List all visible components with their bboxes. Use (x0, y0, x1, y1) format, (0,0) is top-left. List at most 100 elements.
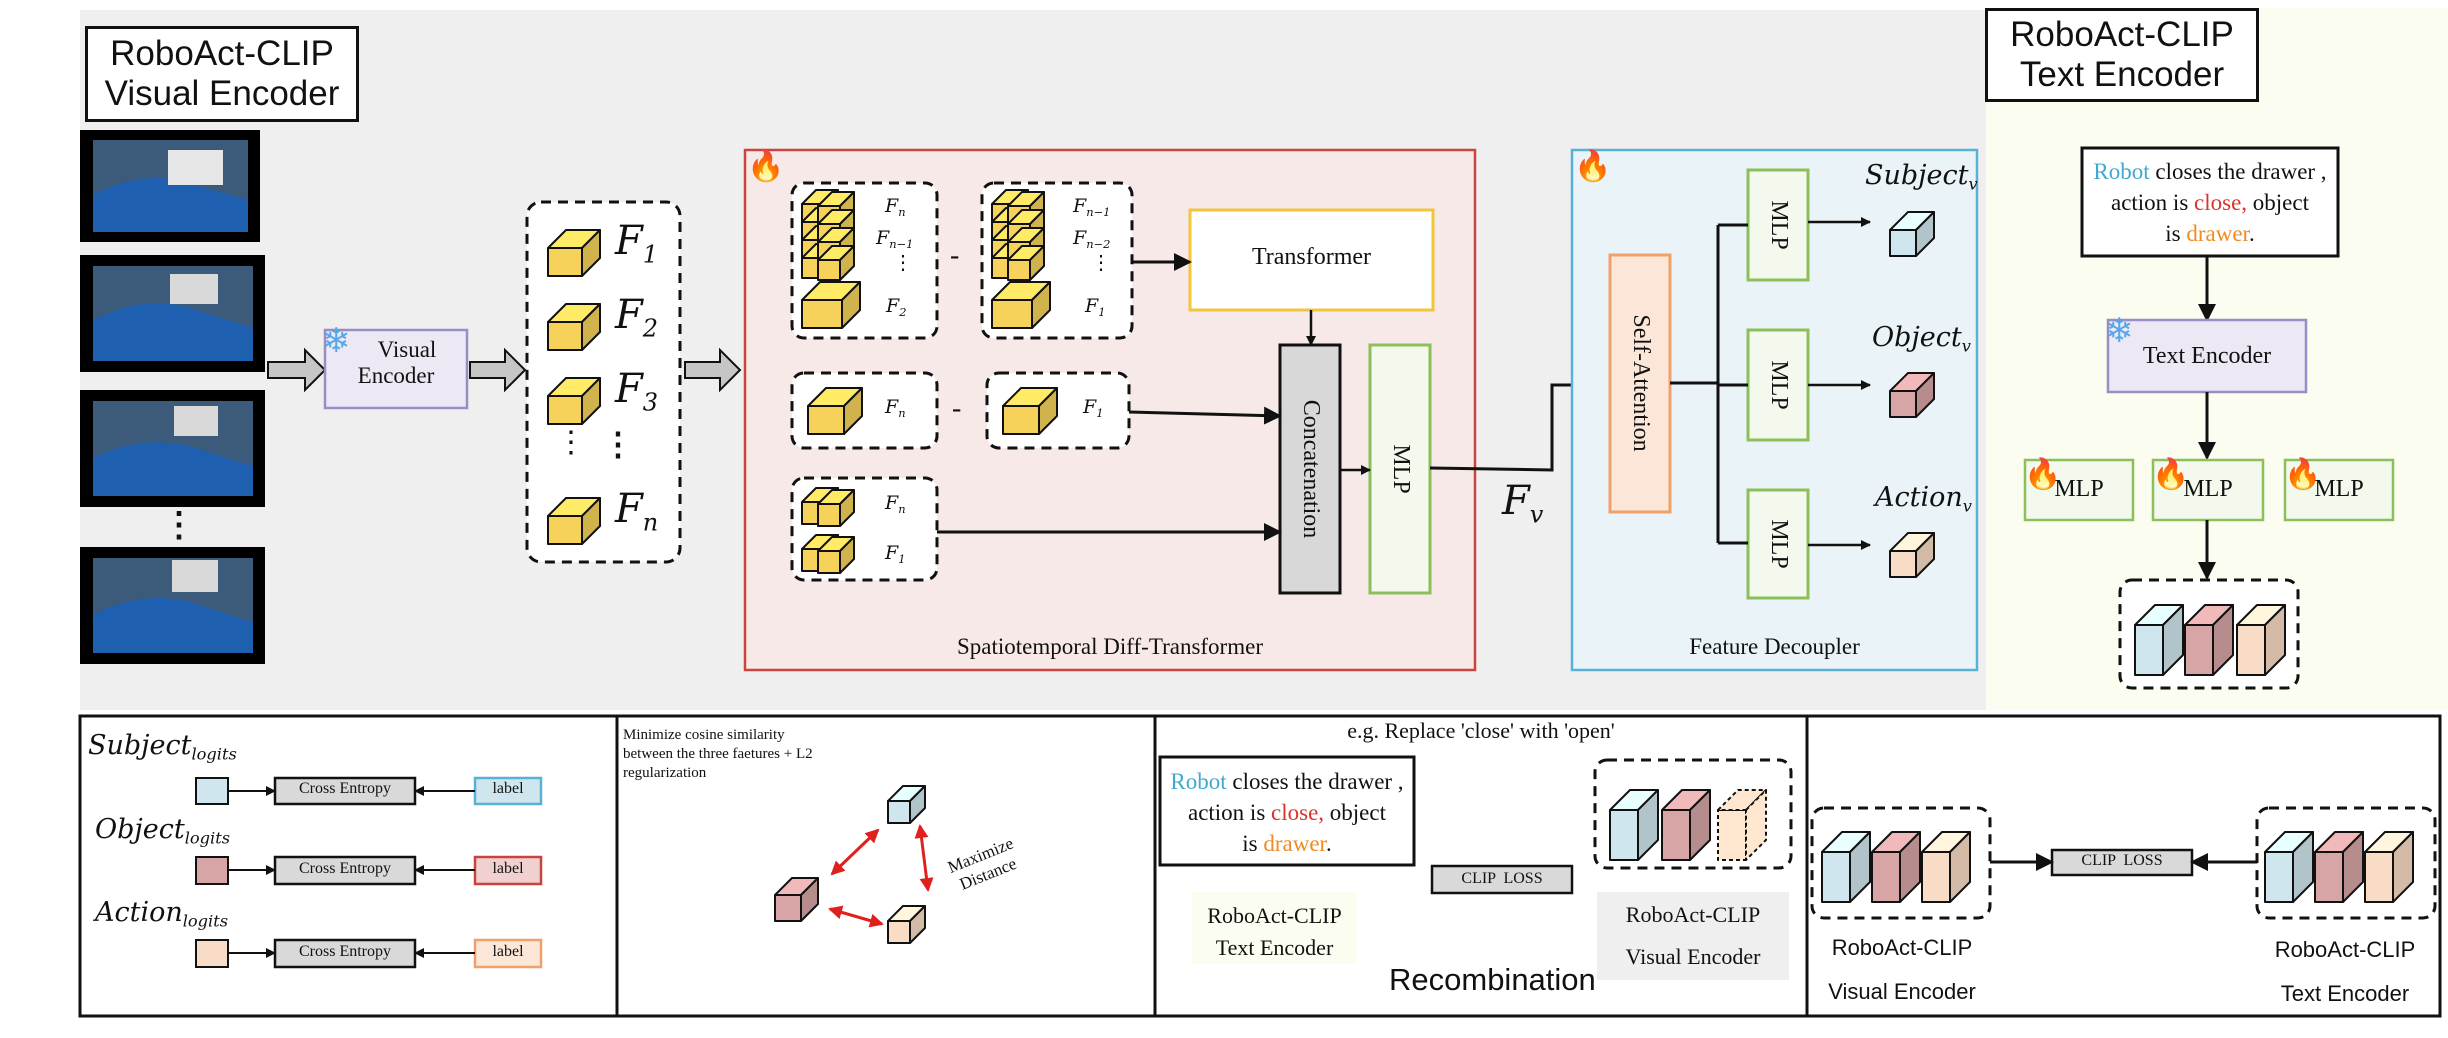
recombination-header: e.g. Replace 'close' with 'open' (1347, 718, 1615, 743)
cross-entropy-label: Cross Entropy (299, 943, 391, 960)
text-encoder-title: RoboAct-CLIP Text Encoder (1985, 8, 2259, 102)
clip-right-label: RoboAct-CLIP Text Encoder (2274, 937, 2416, 1006)
fire-icon: 🔥 (1574, 150, 1612, 183)
group1-right-label: Fn−2 (1073, 227, 1111, 251)
group3-label: Fn (885, 492, 906, 516)
cross-entropy-label: Cross Entropy (299, 860, 391, 877)
object-v-label: Objectv (1872, 322, 1971, 356)
decoupler-mlp-label: MLP (1765, 200, 1792, 250)
film-frame (80, 130, 260, 242)
text-mlp-label: MLP (2314, 476, 2364, 502)
self-attention-label: Self-Attention (1627, 314, 1654, 452)
group1-left-label: Fn−1 (876, 227, 914, 251)
label-text: label (492, 780, 524, 797)
features-dashed-box (525, 200, 682, 564)
feature-cube-icon (1821, 831, 1871, 903)
cosine-cubes (774, 785, 926, 944)
recomb-clip-loss-box (1430, 864, 1574, 895)
subject-logits-label: Subjectlogits (88, 730, 237, 764)
recombination-title: Recombination (1389, 962, 1596, 997)
clip-left-label: RoboAct-CLIP Visual Encoder (1828, 935, 1976, 1004)
fire-icon: 🔥 (2152, 458, 2190, 491)
feature-cube-icon (817, 536, 855, 574)
block-arrow (469, 347, 527, 393)
diff-mlp-label: MLP (1387, 444, 1414, 494)
self-attention-box (1608, 253, 1672, 514)
action-v-label: Actionv (1875, 482, 1972, 516)
text-mlp-3 (2283, 458, 2395, 522)
snowflake-icon: ❄ (322, 323, 351, 360)
visual-encoder-label: Visual Encoder (357, 337, 437, 389)
recomb-text-encoder-bg (1192, 892, 1357, 964)
feature-cube-icon (2314, 831, 2364, 903)
object-logit-square (195, 856, 229, 885)
diff-cubes (801, 189, 1058, 574)
recomb-prompt-box (1158, 755, 1416, 867)
feature-cube-icon (547, 377, 601, 425)
group1-right-label: F1 (1085, 295, 1106, 319)
feature-decoupler-caption: Feature Decoupler (1689, 634, 1860, 659)
subject-logit-square (195, 777, 229, 805)
transformer-label: Transformer (1251, 244, 1372, 270)
cross-entropy-label: Cross Entropy (299, 780, 391, 797)
feature-cube-icon (1661, 789, 1711, 861)
feature-label-n: Fn (615, 486, 659, 537)
clip-loss-label: CLIP LOSS (2081, 852, 2163, 869)
prompt-box (2080, 146, 2340, 258)
red-distance-arrow (830, 828, 880, 876)
diff-mlp-box (1368, 343, 1432, 595)
recomb-clip-loss-label: CLIP LOSS (1461, 870, 1543, 887)
group2-right-label: F1 (1083, 396, 1104, 420)
decoupler-mlp-subject (1746, 168, 1810, 282)
decoupler-branch (1670, 223, 1748, 545)
film-frame (80, 255, 265, 372)
concatenation-label: Concatenation (1297, 399, 1324, 539)
feature-cube-icon (1889, 211, 1935, 257)
decoupler-mlp-label: MLP (1765, 519, 1792, 569)
feature-label-1: F1 (615, 218, 659, 269)
group1-right-label: Fn−1 (1073, 195, 1111, 219)
feature-cube-icon (2364, 831, 2414, 903)
decoupler-output-cubes (1889, 211, 1935, 578)
text-encoder-label: Text Encoder (2142, 343, 2272, 369)
film-frame (80, 390, 265, 507)
feature-cube-icon (807, 387, 863, 435)
feature-cube-icon (2236, 604, 2286, 676)
feature-cube-icon (817, 489, 855, 527)
minus-sign: - (952, 393, 962, 424)
group1-right-ellipsis: ⋮ (1091, 252, 1111, 274)
object-logits-label: Objectlogits (95, 814, 231, 848)
transformer-box (1188, 208, 1435, 312)
action-logits-label: Actionlogits (95, 897, 229, 931)
feature-cube-icon (2264, 831, 2314, 903)
feature-cube-icon (1007, 245, 1045, 281)
visual-encoder-box (323, 328, 469, 410)
feature-cube-icon (887, 785, 926, 824)
input-video-frames (80, 130, 265, 664)
group2-left-label: Fn (885, 396, 906, 420)
feature-cube-icon (2134, 604, 2184, 676)
label-box-subject (473, 776, 543, 806)
film-frame (80, 547, 265, 664)
text-mlp-label: MLP (2054, 476, 2104, 502)
decoupler-mlp-object (1746, 328, 1810, 442)
feature-cube-icon (1871, 831, 1921, 903)
red-distance-arrow (914, 824, 934, 892)
recomb-text-encoder-label: RoboAct-CLIP Text Encoder (1207, 903, 1342, 960)
concatenation-box (1278, 343, 1342, 595)
recomb-visual-encoder-label: RoboAct-CLIP Visual Encoder (1625, 902, 1761, 969)
recomb-cubes (1609, 789, 1767, 861)
action-logit-square (195, 939, 229, 968)
features-ellipsis: ⋮ (602, 426, 634, 462)
feature-cubes (547, 229, 601, 545)
feature-label-2: F2 (615, 292, 659, 343)
group1-left-ellipsis: ⋮ (893, 252, 913, 274)
frames-ellipsis: ⋮ (162, 507, 196, 544)
feature-label-3: F3 (615, 366, 659, 417)
feature-cube-icon (547, 497, 601, 545)
feature-cube-icon (1889, 532, 1935, 578)
feature-cube-icon (1002, 387, 1058, 435)
text-mlp-label: MLP (2183, 476, 2233, 502)
